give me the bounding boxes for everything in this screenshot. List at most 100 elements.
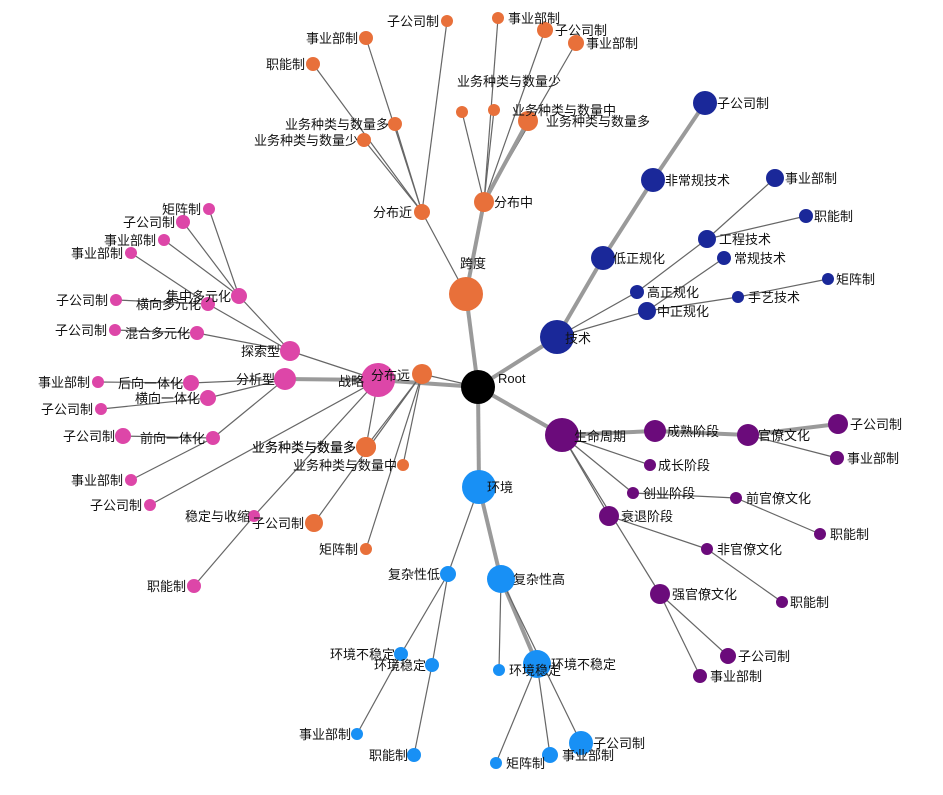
- node-fby[interactable]: [412, 364, 432, 384]
- node-z_zz[interactable]: [488, 104, 500, 116]
- node-s_zg[interactable]: [176, 215, 190, 229]
- node-fbz[interactable]: [474, 192, 494, 212]
- node-hj_wd2[interactable]: [493, 664, 505, 676]
- node-fxx[interactable]: [274, 368, 296, 390]
- node-cyjd[interactable]: [627, 487, 639, 499]
- node-gcjs[interactable]: [698, 230, 716, 248]
- node-smzq[interactable]: [545, 418, 579, 452]
- node-s_sy4[interactable]: [125, 474, 137, 486]
- node-j_zn[interactable]: [306, 57, 320, 71]
- node-fzxd[interactable]: [440, 566, 456, 582]
- node-j_dx[interactable]: [388, 117, 402, 131]
- node-fzxg[interactable]: [487, 565, 515, 593]
- node-y_jz[interactable]: [360, 543, 372, 555]
- node-s_zg2[interactable]: [110, 294, 122, 306]
- node-t_jz[interactable]: [822, 273, 834, 285]
- node-l_sy2[interactable]: [693, 669, 707, 683]
- node-label-s_zg2: 子公司制: [56, 293, 108, 308]
- node-xy[interactable]: [356, 437, 376, 457]
- node-root[interactable]: [461, 370, 495, 404]
- node-t_zn[interactable]: [799, 209, 813, 223]
- node-l_sy[interactable]: [830, 451, 844, 465]
- node-zzgh[interactable]: [638, 302, 656, 320]
- edge-fzxd-hj_wd: [431, 573, 449, 666]
- node-s_zg6[interactable]: [144, 499, 156, 511]
- node-label-gcjs: 工程技术: [719, 232, 771, 247]
- node-t_zg[interactable]: [693, 91, 717, 115]
- edge-tsx-hhdy: [196, 332, 291, 352]
- node-l_zn2[interactable]: [776, 596, 788, 608]
- edge-jzdy-s_sy: [163, 239, 240, 297]
- node-qgwh2[interactable]: [650, 584, 670, 604]
- node-l_zn[interactable]: [814, 528, 826, 540]
- node-s_zg5[interactable]: [115, 428, 131, 444]
- edge-gcjs-t_sy: [706, 177, 776, 240]
- node-tsx[interactable]: [280, 341, 300, 361]
- node-s_zg4[interactable]: [95, 403, 107, 415]
- node-hxyt[interactable]: [183, 375, 199, 391]
- node-z_sy2[interactable]: [568, 35, 584, 51]
- node-hj_bwd[interactable]: [394, 647, 408, 661]
- edge-gwh-l_zg: [747, 422, 839, 437]
- node-j_zg[interactable]: [441, 15, 453, 27]
- node-e_zn[interactable]: [407, 748, 421, 762]
- node-cgjs[interactable]: [717, 251, 731, 265]
- node-z_zg[interactable]: [537, 22, 553, 38]
- node-hj_wd[interactable]: [425, 658, 439, 672]
- node-s_zg3[interactable]: [109, 324, 121, 336]
- node-y_zz[interactable]: [397, 459, 409, 471]
- node-syjs[interactable]: [732, 291, 744, 303]
- node-qxyt[interactable]: [206, 431, 220, 445]
- node-hxdy[interactable]: [201, 297, 215, 311]
- node-dzgh[interactable]: [591, 246, 615, 270]
- node-label-l_zn: 职能制: [830, 527, 869, 542]
- node-j_sh[interactable]: [357, 133, 371, 147]
- node-wdss[interactable]: [248, 510, 260, 522]
- node-label-t_zn: 职能制: [814, 209, 853, 224]
- node-j_sy[interactable]: [359, 31, 373, 45]
- node-jzdy[interactable]: [231, 288, 247, 304]
- node-fgwh[interactable]: [701, 543, 713, 555]
- node-label-y_zz: 业务种类与数量中: [293, 458, 397, 473]
- node-s_sy[interactable]: [158, 234, 170, 246]
- node-z_dx[interactable]: [518, 111, 538, 131]
- node-hxyt2[interactable]: [200, 390, 216, 406]
- node-label-s_zg: 子公司制: [123, 215, 175, 230]
- node-kuadu[interactable]: [449, 277, 483, 311]
- node-label-gzgh: 高正规化: [647, 285, 699, 300]
- node-label-e_sy: 事业部制: [299, 727, 351, 742]
- node-e_jz[interactable]: [490, 757, 502, 769]
- node-label-kuadu: 跨度: [460, 256, 486, 271]
- node-gzgh[interactable]: [630, 285, 644, 299]
- node-z_sy[interactable]: [492, 12, 504, 24]
- node-s_sy2[interactable]: [125, 247, 137, 259]
- node-s_jz[interactable]: [203, 203, 215, 215]
- node-t_sy[interactable]: [766, 169, 784, 187]
- node-qgwh[interactable]: [730, 492, 742, 504]
- node-l_zg[interactable]: [828, 414, 848, 434]
- node-huanjing[interactable]: [462, 470, 496, 504]
- node-gwh[interactable]: [737, 424, 759, 446]
- node-l_zg2[interactable]: [720, 648, 736, 664]
- node-e_zg[interactable]: [569, 731, 593, 755]
- node-label-e_sy2: 事业部制: [562, 748, 614, 763]
- node-label-huanjing: 环境: [487, 480, 513, 495]
- node-czjd[interactable]: [644, 459, 656, 471]
- node-csjd[interactable]: [644, 420, 666, 442]
- edge-hhdy-s_zg3: [114, 329, 198, 334]
- node-zhanlue[interactable]: [361, 363, 395, 397]
- node-hhdy[interactable]: [190, 326, 204, 340]
- node-z_sh[interactable]: [456, 106, 468, 118]
- node-stjd[interactable]: [599, 506, 619, 526]
- node-y_zg[interactable]: [305, 514, 323, 532]
- edge-fby-y_jz: [365, 373, 423, 550]
- node-e_sy2[interactable]: [542, 747, 558, 763]
- node-fcgjs[interactable]: [641, 168, 665, 192]
- node-e_sy[interactable]: [351, 728, 363, 740]
- node-hj_bwd2[interactable]: [523, 650, 551, 678]
- node-jishu[interactable]: [540, 320, 574, 354]
- edge-fbz-z_zz: [483, 109, 495, 203]
- node-s_sy3[interactable]: [92, 376, 104, 388]
- node-fbj[interactable]: [414, 204, 430, 220]
- node-s_zn[interactable]: [187, 579, 201, 593]
